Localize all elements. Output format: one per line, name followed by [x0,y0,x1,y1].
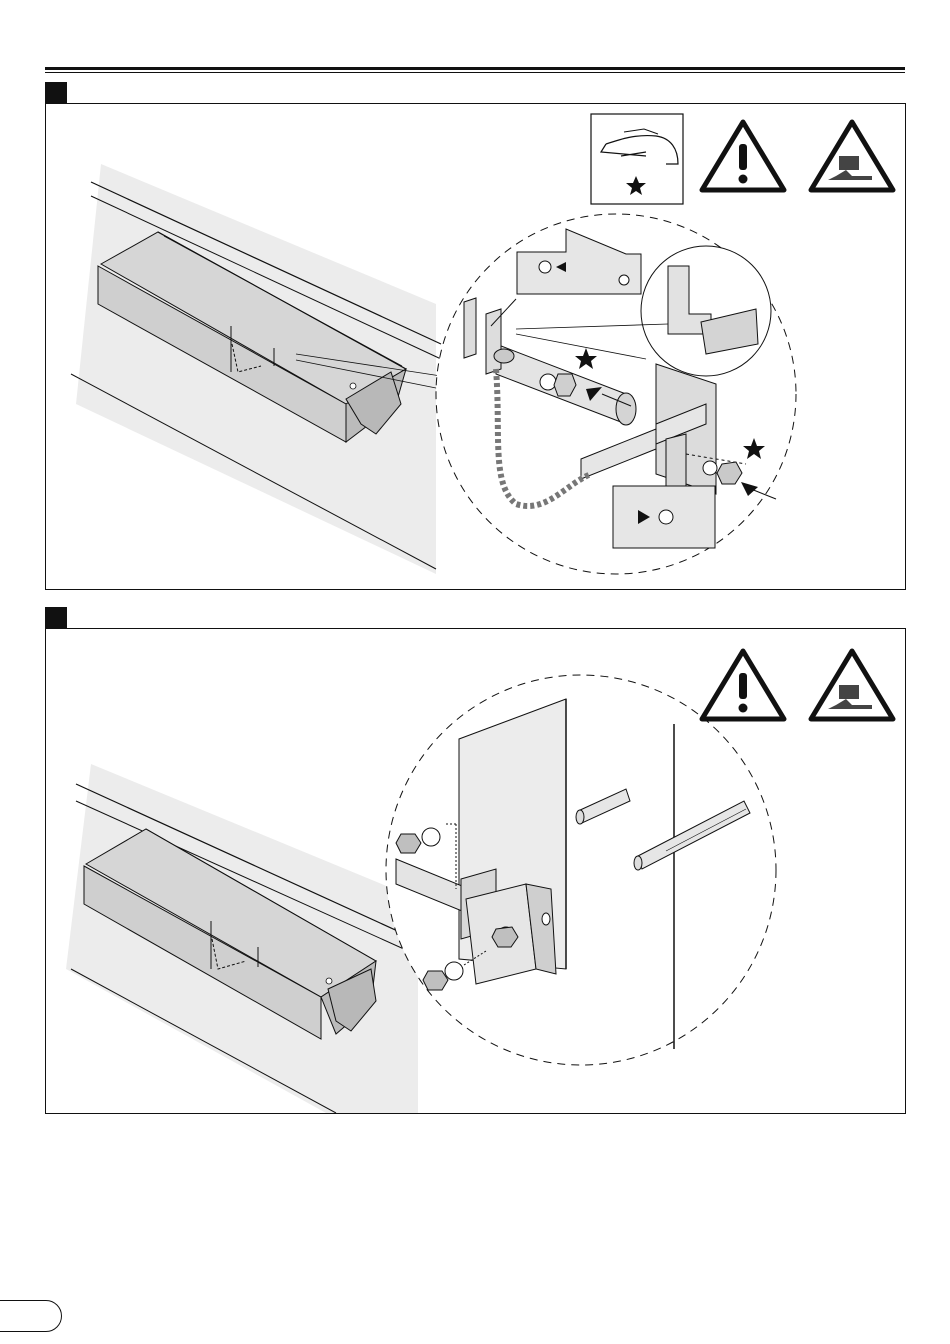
washer-lower [445,962,463,980]
header-rule-thin [45,72,905,73]
warning-exclamation-icon [702,651,784,719]
hand-star-icon [591,114,683,204]
callout-arrow-circle-right [613,486,715,548]
step-1-marker [45,82,67,104]
washer-upper [422,828,440,846]
warning-exclamation-icon [702,122,784,190]
nut-upper [396,834,421,853]
detail-magnifier [386,675,776,1065]
step-1-panel [45,103,906,590]
nut-lower [423,971,448,990]
crush-hazard-icon [811,651,893,719]
step-2-illustration [46,629,905,1113]
page-tab [0,1300,62,1332]
crush-hazard-icon [811,122,893,190]
step-2-marker [45,607,67,629]
step-1-illustration [46,104,905,589]
header-rule [45,67,905,70]
step-2-panel [45,628,906,1114]
